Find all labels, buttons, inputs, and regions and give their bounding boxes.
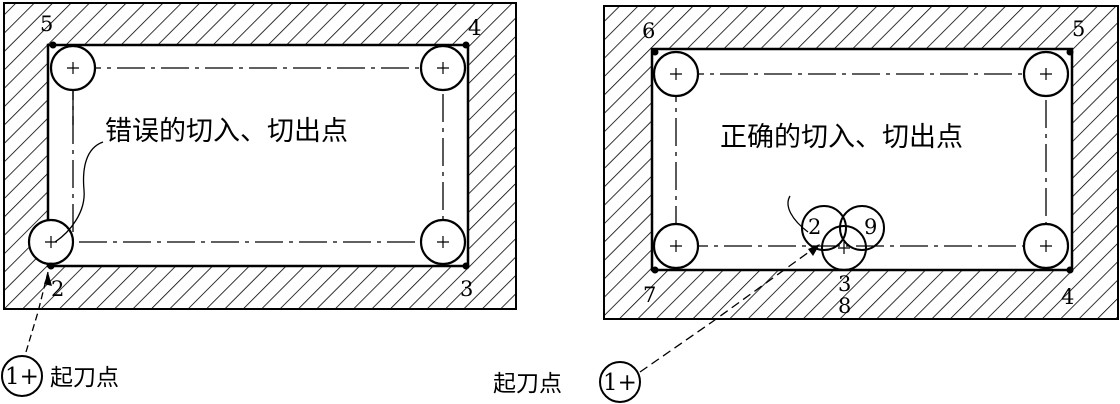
- right-entry-circle-3: [821, 225, 867, 271]
- left-entry-arrow: [25, 271, 49, 353]
- right-corner-dot-4: [1066, 266, 1074, 274]
- right-corner-dot-5: [1066, 48, 1074, 56]
- right-entry-label-3: 3: [838, 272, 851, 296]
- left-caption-leader: [54, 141, 104, 243]
- right-tool-circle-tl: [652, 50, 700, 98]
- right-point-label-5: 5: [1072, 17, 1085, 41]
- right-start-circle-label: 1+: [603, 370, 637, 396]
- right-tool-circle-br: [1022, 222, 1070, 270]
- left-tool-circle-tr: [419, 44, 467, 92]
- right-entry-circle-9: [839, 205, 885, 251]
- right-tool-circle-tr: [1022, 50, 1070, 98]
- left-tool-circle-tl: [49, 44, 97, 92]
- right-corner-dot-7: [651, 266, 659, 274]
- right-start-circle: [599, 361, 641, 403]
- right-pocket-outline: [650, 47, 1074, 272]
- left-point-label-2: 2: [51, 277, 64, 301]
- left-point-label-4: 4: [468, 16, 481, 40]
- right-arrowhead: [808, 244, 820, 256]
- left-corner-dot-4: [462, 41, 470, 49]
- left-corner-dot-3: [462, 262, 470, 270]
- left-tool-circle-bl: [27, 218, 75, 266]
- right-caption: 正确的切入、切出点: [720, 122, 963, 153]
- left-corner-dot-2: [47, 262, 55, 270]
- left-tool-path: [72, 67, 444, 243]
- right-entry-label-8: 8: [838, 294, 851, 318]
- left-point-label-3: 3: [460, 277, 473, 301]
- left-caption: 错误的切入、切出点: [105, 116, 348, 147]
- right-panel: 6 5 7 4 2 9 3 8 正确的切入、切出点 起刀点 1+: [493, 5, 1119, 403]
- right-point-label-6: 6: [642, 19, 655, 43]
- left-start-circle-label: 1+: [5, 364, 39, 390]
- right-start-label: 起刀点: [493, 371, 562, 397]
- left-point-label-5: 5: [40, 12, 53, 36]
- right-entry-label-2: 2: [808, 215, 821, 239]
- right-caption-leader: [787, 195, 809, 233]
- right-corner-dot-6: [651, 48, 659, 56]
- right-entry-label-9: 9: [864, 215, 877, 239]
- right-tool-path: [675, 73, 1047, 247]
- right-point-label-7: 7: [643, 283, 656, 307]
- left-start-label: 起刀点: [50, 365, 119, 391]
- right-point-label-4: 4: [1061, 285, 1074, 309]
- right-entry-circle-2: [801, 205, 847, 251]
- left-tool-circle-br: [419, 218, 467, 266]
- left-pocket-outline: [46, 43, 470, 268]
- right-entry-arrow: [639, 243, 821, 373]
- left-start-circle: [1, 355, 43, 397]
- left-corner-dot-5: [49, 41, 57, 49]
- left-arrowhead: [44, 272, 52, 286]
- right-tool-circle-bl: [652, 222, 700, 270]
- left-panel: 5 4 2 3 错误的切入、切出点 1+ 起刀点: [1, 2, 517, 397]
